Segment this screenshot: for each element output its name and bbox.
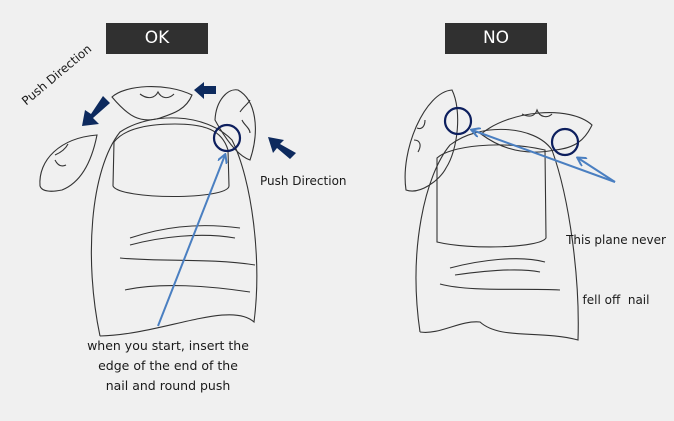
ok-instruction: when you start, insert the edge of the e…: [58, 336, 278, 396]
ok-chip-right: [214, 89, 256, 161]
note-line: fell off nail: [582, 293, 650, 307]
ok-label: OK: [106, 23, 208, 54]
push-arrow-left-icon: [82, 96, 110, 126]
instruction-line: nail and round push: [105, 378, 231, 393]
ok-finger-outline: [90, 117, 258, 337]
no-note: This plane never fell off nail: [556, 190, 674, 330]
push-arrow-right-icon: [268, 137, 296, 159]
ok-contact-circle: [212, 123, 242, 153]
ok-chip-top-detail: [139, 90, 175, 99]
ok-finger-wrinkles: [119, 225, 256, 293]
note-line: This plane never: [566, 233, 666, 247]
no-chip-right-detail: [521, 108, 553, 118]
ok-chip-left: [39, 134, 98, 192]
no-contact-circle-right: [550, 127, 580, 157]
ok-chip-top: [111, 86, 193, 121]
no-finger-wrinkles: [439, 258, 561, 291]
no-chip-right: [480, 112, 593, 153]
instruction-line: when you start, insert the: [87, 338, 249, 353]
ok-nail-bed: [112, 123, 230, 198]
push-arrow-top-icon: [194, 82, 216, 99]
no-chip-left-detail: [413, 119, 426, 153]
no-label: NO: [445, 23, 547, 54]
no-nail-bed: [436, 144, 547, 248]
no-pointer-arrow-right: [578, 158, 616, 183]
ok-pointer-arrow: [157, 155, 225, 327]
instruction-line: edge of the end of the: [98, 358, 238, 373]
no-chip-left: [404, 89, 459, 192]
ok-chip-right-detail: [239, 99, 251, 134]
no-contact-circle-left: [443, 106, 473, 136]
no-pointer-arrow-left: [472, 130, 616, 183]
ok-chip-left-detail: [54, 143, 69, 167]
push-direction-right-text: Push Direction: [260, 174, 347, 188]
no-finger-outline: [415, 128, 579, 341]
